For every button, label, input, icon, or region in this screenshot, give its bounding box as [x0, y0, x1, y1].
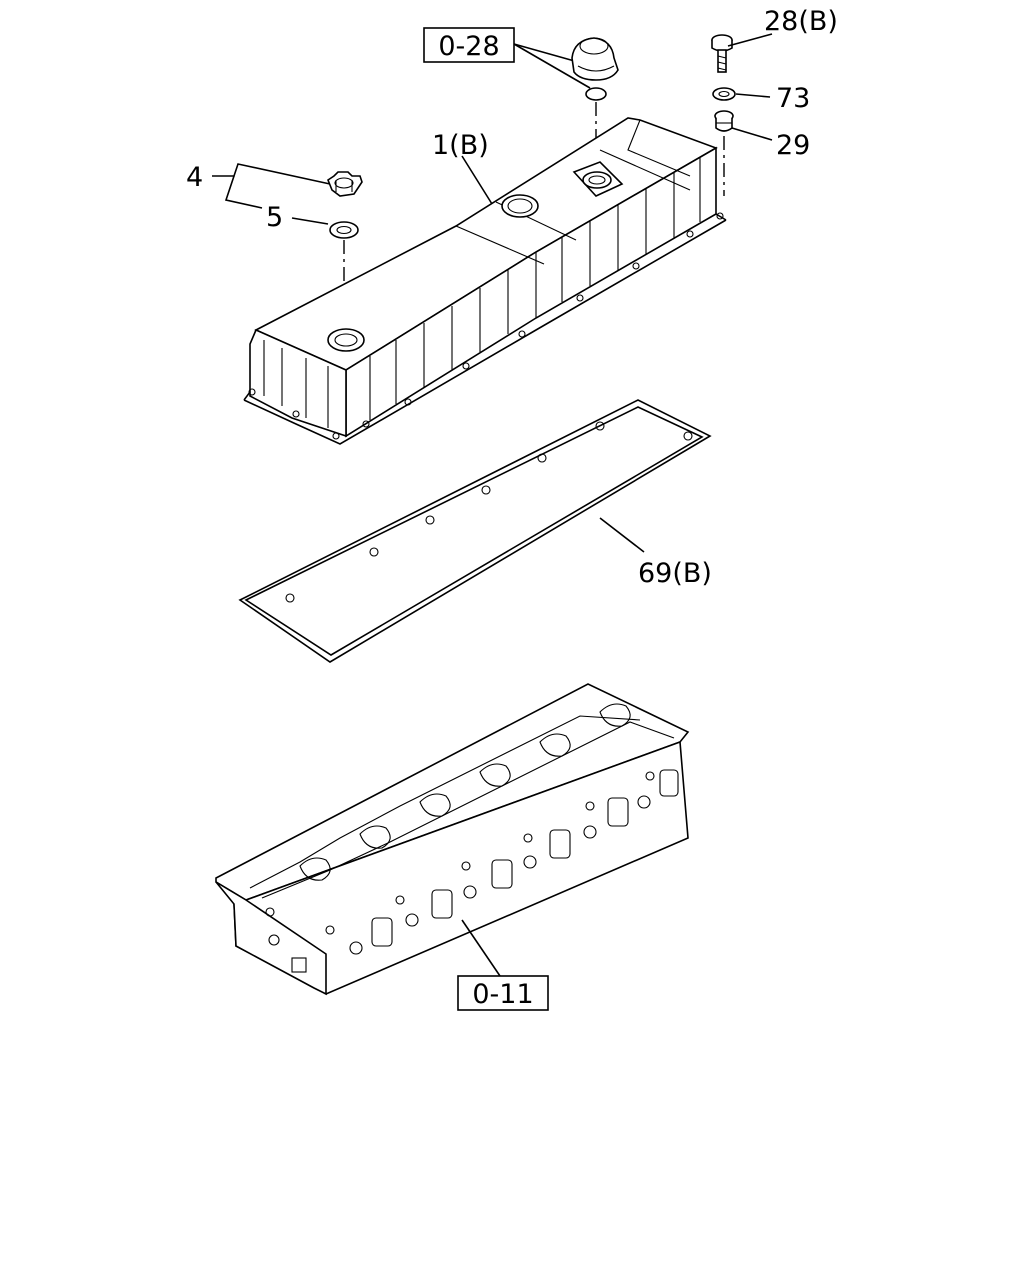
- breather-oring: [585, 87, 607, 101]
- reference-0-28-box[interactable]: [423, 27, 515, 63]
- reference-0-11-label[interactable]: 0-11: [472, 979, 533, 1010]
- cylinder-head-ports: [268, 769, 679, 973]
- label-part-4[interactable]: 4: [186, 162, 203, 193]
- grommet-part: [714, 110, 734, 132]
- cylinder-head-valve-pockets: [299, 703, 631, 881]
- washer-part: [712, 87, 736, 101]
- label-part-73[interactable]: 73: [776, 83, 810, 114]
- valve-cover-part: [243, 117, 727, 445]
- label-part-1b[interactable]: 1(B): [432, 130, 489, 161]
- bolt-part: [711, 34, 733, 73]
- label-part-29[interactable]: 29: [776, 130, 810, 161]
- label-part-28b[interactable]: 28(B): [764, 6, 838, 37]
- head-cover-gasket-part: [238, 399, 712, 663]
- oil-filler-cap-part: [327, 171, 363, 197]
- reference-0-28-label[interactable]: 0-28: [438, 31, 499, 62]
- reference-0-28-callout[interactable]: 0-28: [423, 27, 591, 89]
- reference-0-11-callout[interactable]: 0-11: [457, 919, 549, 1011]
- label-part-5[interactable]: 5: [266, 202, 283, 233]
- breather-cap-part: [571, 37, 619, 101]
- cylinder-head-part: [215, 683, 690, 996]
- reference-0-11-box[interactable]: [457, 975, 549, 1011]
- filler-seal-part: [329, 221, 359, 239]
- cover-ribs: [263, 158, 701, 428]
- label-part-69b[interactable]: 69(B): [638, 558, 712, 589]
